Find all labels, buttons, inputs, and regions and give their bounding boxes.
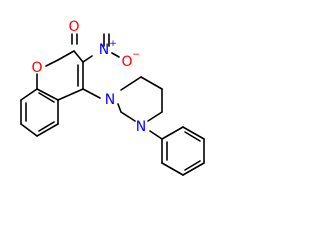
nitro-positive-charge: + <box>109 39 117 49</box>
nitro-oxygen-label: O <box>121 54 132 70</box>
piperazine-ring <box>117 76 163 122</box>
piperazine-n4-label: N <box>136 119 146 135</box>
carbonyl-bond <box>71 33 78 45</box>
ring-oxygen-label: O <box>31 60 42 76</box>
structure-canvas: O O N + O − N N <box>20 19 205 176</box>
c4-n-bond <box>82 88 101 99</box>
benzo-ring <box>20 88 59 137</box>
n-phenyl-bond <box>149 130 163 140</box>
phenyl-ring <box>161 126 205 176</box>
nitro-nitrogen-label: N <box>99 42 109 58</box>
nitro-bonds <box>82 33 120 63</box>
molecule-drawing: O O N + O − N N <box>20 19 205 176</box>
piperazine-n1-label: N <box>105 92 115 108</box>
carbonyl-oxygen-label: O <box>68 19 79 35</box>
pyranone-ring <box>36 50 84 101</box>
nitro-negative-charge: − <box>132 50 140 60</box>
